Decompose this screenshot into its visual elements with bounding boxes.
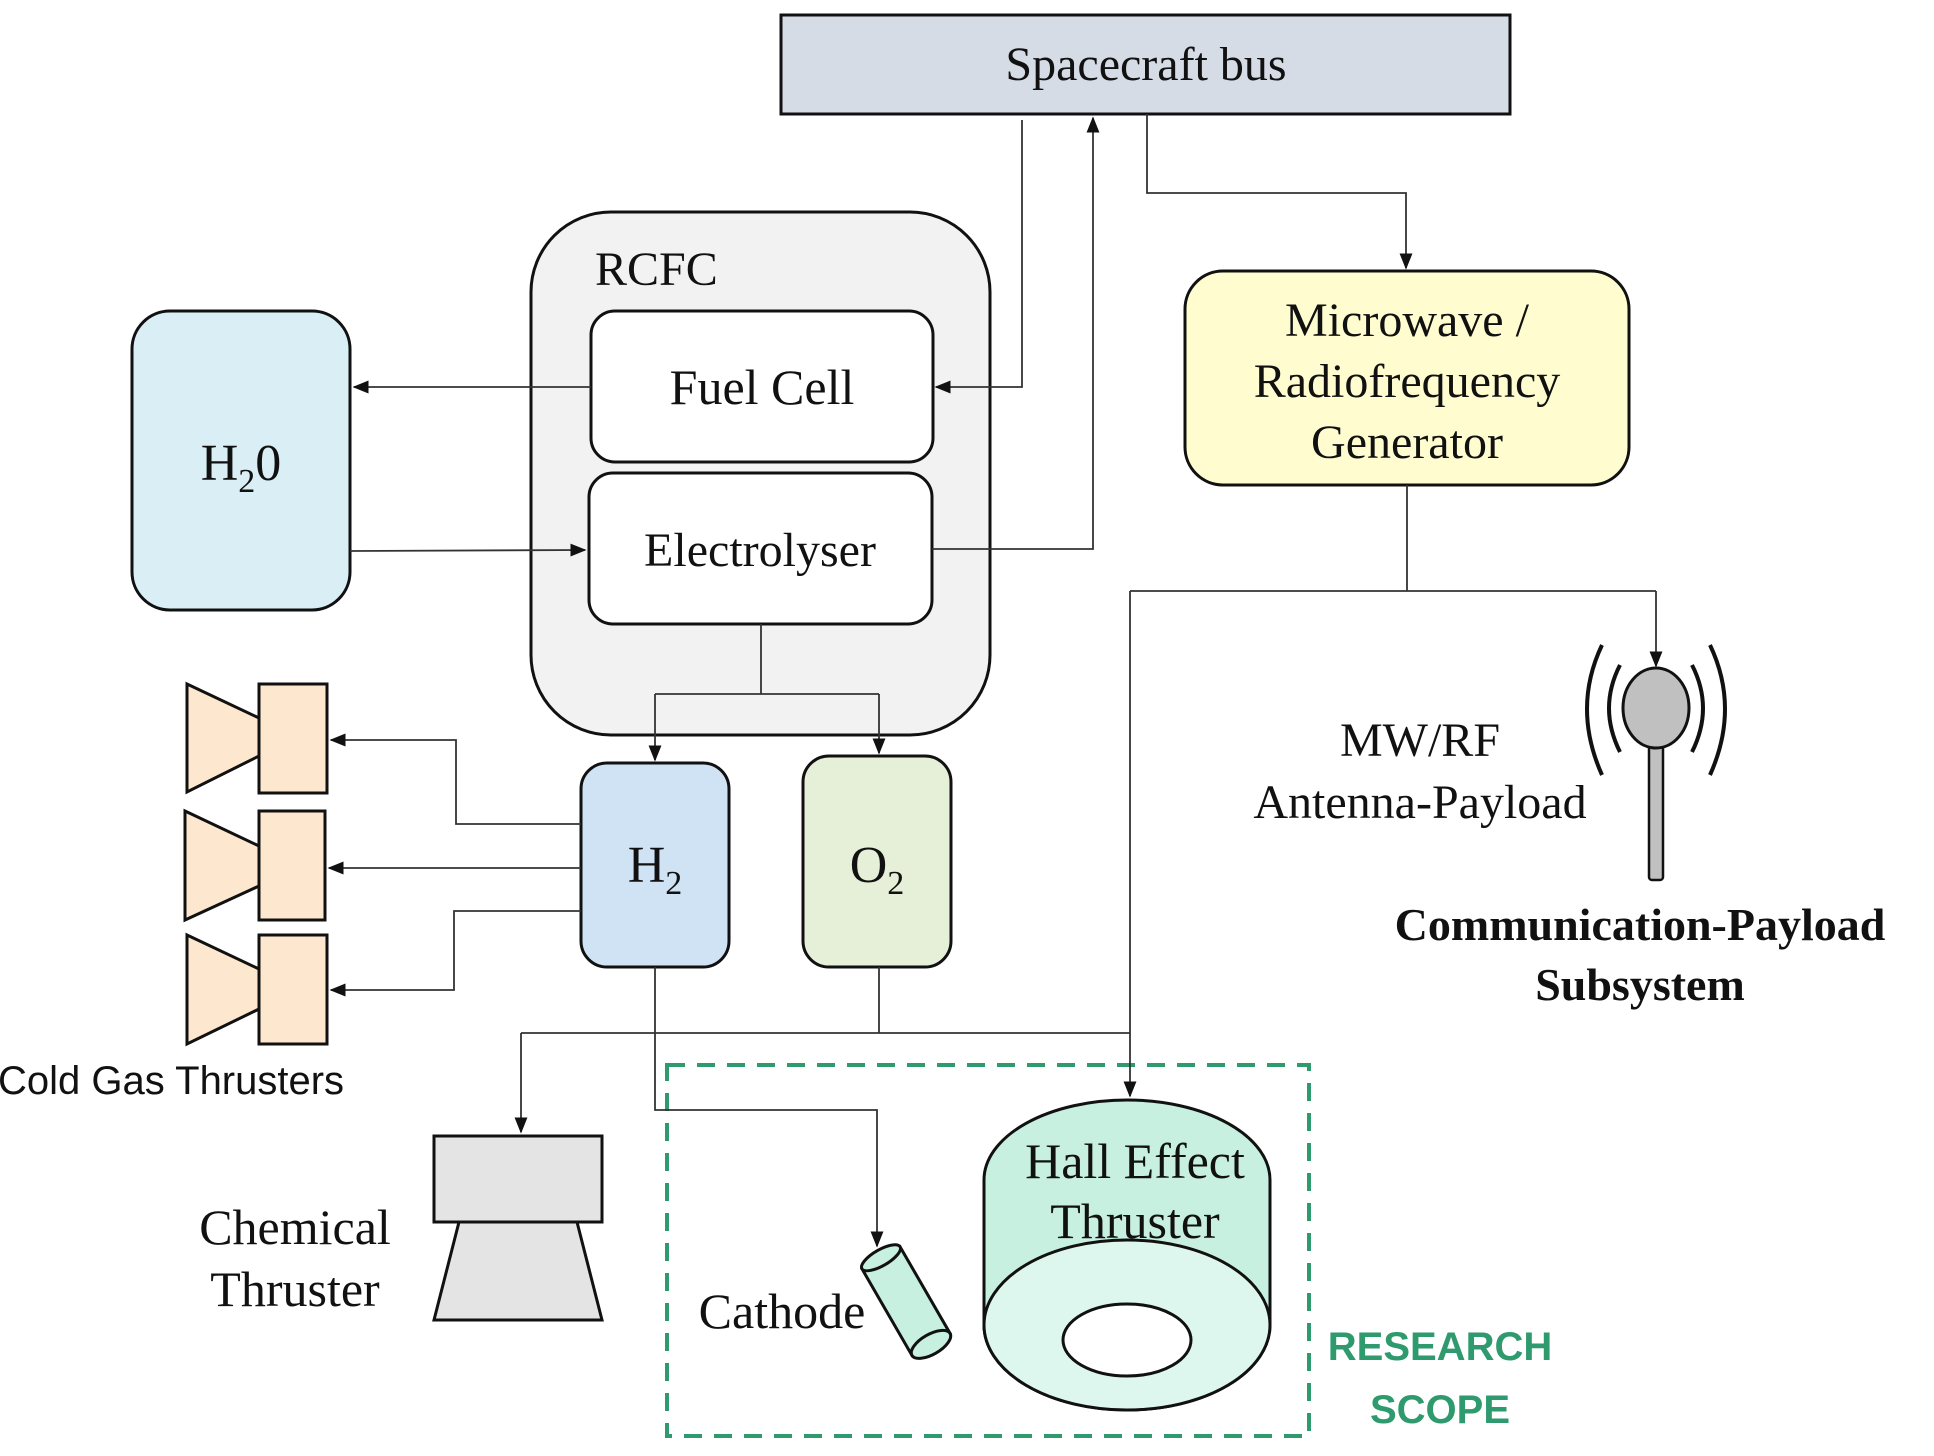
research-scope-boundary [665, 1063, 1311, 1438]
cold-gas-thrusters[interactable]: Cold Gas Thrusters [0, 681, 344, 1103]
oxygen-tank[interactable]: O2 [801, 754, 953, 969]
bus-to-microwave-wire [1146, 114, 1413, 270]
microwave-generator-line-2: Radiofrequency [1254, 355, 1561, 408]
signal-wave-icon [1690, 664, 1705, 753]
spacecraft-bus[interactable]: Spacecraft bus [779, 13, 1512, 116]
chemical-thruster[interactable]: Chemical Thruster [199, 1134, 604, 1322]
chemical-thruster-chamber [432, 1134, 604, 1224]
fuel-cell-label: Fuel Cell [670, 359, 855, 415]
hall-thruster-line-2: Thruster [1050, 1193, 1220, 1249]
water-tank-label: H20 [201, 435, 282, 500]
rcfc-group[interactable]: RCFC Fuel Cell Electrolyser [529, 210, 992, 737]
cold-gas-thruster[interactable] [183, 808, 327, 923]
spacecraft-bus-label: Spacecraft bus [1005, 38, 1286, 91]
signal-wave-icon [1585, 644, 1604, 776]
research-scope: RESEARCH SCOPE [665, 1063, 1552, 1438]
antenna[interactable]: MW/RF Antenna-Payload [1253, 644, 1727, 882]
thruster-body [257, 933, 329, 1046]
oxygen-tank-box [801, 754, 953, 969]
electrolyser[interactable]: Electrolyser [587, 471, 934, 626]
chemical-thruster-nozzle [432, 1220, 604, 1322]
cold-gas-thrusters-label: Cold Gas Thrusters [0, 1059, 344, 1103]
h2-to-cathode-wire [654, 967, 884, 1248]
thruster-body [257, 682, 329, 795]
microwave-generator[interactable]: Microwave / Radiofrequency Generator [1183, 269, 1631, 487]
hall-thruster-channel [1061, 1302, 1193, 1378]
h2-to-cold-gas-3-wire [329, 910, 581, 997]
chemical-thruster-line-2: Thruster [210, 1261, 380, 1317]
hall-effect-thruster[interactable]: Hall Effect Thruster [982, 1098, 1272, 1412]
thruster-nozzle [185, 681, 261, 795]
electrolyser-label: Electrolyser [644, 524, 876, 577]
cathode-label: Cathode [699, 1283, 866, 1339]
water-to-electrolyser-wire [349, 543, 587, 557]
water-tank-box [130, 309, 352, 612]
signal-wave-icon [1607, 664, 1622, 753]
research-scope-line-2: SCOPE [1370, 1388, 1510, 1432]
microwave-generator-line-3: Generator [1311, 416, 1503, 469]
bus-to-fuel-cell-wire [934, 120, 1023, 394]
rcfc-label: RCFC [595, 243, 718, 296]
cathode[interactable]: Cathode [699, 1240, 955, 1364]
h2-to-cold-gas-1-wire [329, 733, 581, 825]
hydrogen-tank-label: H2 [628, 837, 683, 902]
cathode-end [909, 1328, 953, 1360]
thruster-nozzle [183, 808, 261, 923]
fuel-cell[interactable]: Fuel Cell [589, 309, 935, 464]
connectors [327, 114, 1663, 1248]
water-tank[interactable]: H20 [130, 309, 352, 612]
spacecraft-bus-box [779, 13, 1512, 116]
hall-thruster-line-1: Hall Effect [1025, 1133, 1245, 1189]
antenna-mast [1647, 736, 1665, 882]
communication-subsystem-line-1: Communication-Payload [1395, 899, 1886, 950]
oxygen-tank-label: O2 [850, 837, 905, 902]
chemical-thruster-line-1: Chemical [199, 1199, 391, 1255]
signal-wave-icon [1708, 644, 1727, 776]
thruster-nozzle [185, 932, 261, 1047]
research-scope-line-1: RESEARCH [1328, 1325, 1552, 1369]
antenna-label-line-2: Antenna-Payload [1253, 776, 1586, 829]
cathode-cylinder [859, 1243, 953, 1360]
cold-gas-thruster[interactable] [185, 681, 329, 795]
thruster-body [257, 809, 327, 922]
electrolyser-to-bus-wire [932, 116, 1100, 550]
hydrogen-tank[interactable]: H2 [579, 761, 731, 969]
cathode-top [860, 1243, 902, 1273]
microwave-generator-line-1: Microwave / [1285, 294, 1530, 347]
communication-subsystem-line-2: Subsystem [1535, 959, 1745, 1010]
antenna-label-line-1: MW/RF [1340, 714, 1500, 767]
antenna-head [1621, 666, 1691, 750]
communication-subsystem: Communication-Payload Subsystem [1395, 899, 1886, 1010]
cold-gas-thruster[interactable] [185, 932, 329, 1047]
